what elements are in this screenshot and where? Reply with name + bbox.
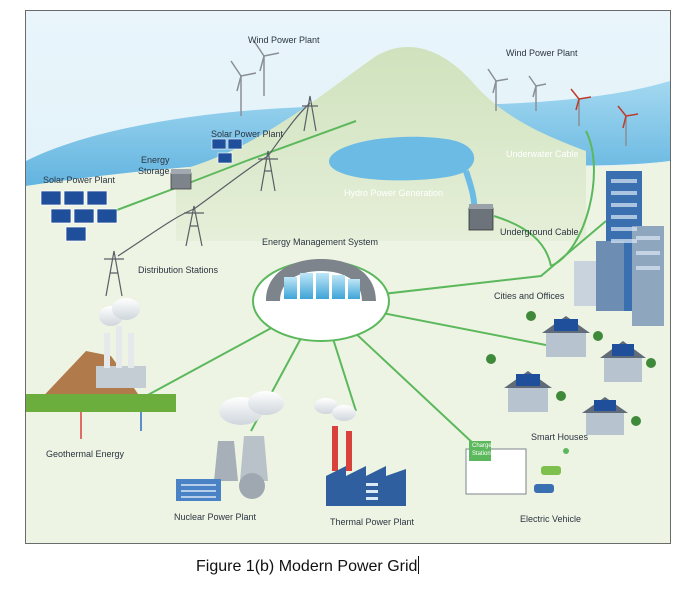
label-electric-vehicle: Electric Vehicle <box>520 514 582 524</box>
diagram-frame: Wind Power Plant Wind Power Plant Solar … <box>25 10 671 544</box>
transmission-towers <box>104 95 318 297</box>
land <box>26 160 670 543</box>
wind-turbines-top <box>230 40 280 116</box>
solar-panels-mid <box>211 138 243 164</box>
power-grid-illustration <box>26 11 670 543</box>
label-nuclear: Nuclear Power Plant <box>174 512 257 522</box>
energy-storage-unit <box>170 169 192 190</box>
wind-turbines-right <box>487 68 639 146</box>
label-smart-houses: Smart Houses <box>531 432 589 442</box>
label-underwater-cable: Underwater Cable <box>506 149 579 159</box>
lake <box>328 136 475 181</box>
label-cities-offices: Cities and Offices <box>494 291 565 301</box>
geothermal-plant <box>26 298 176 439</box>
smart-houses <box>486 311 656 435</box>
label-energy-storage-line1: Energy <box>141 155 170 165</box>
label-solar-plant-mid: Solar Power Plant <box>211 129 284 139</box>
label-charge-station-1: Charge <box>472 443 492 449</box>
label-thermal: Thermal Power Plant <box>330 517 415 527</box>
label-hydro: Hydro Power Generation <box>344 188 444 198</box>
figure-caption: Figure 1(b) Modern Power Grid <box>196 556 420 576</box>
solar-panels-left <box>40 190 118 242</box>
label-geothermal: Geothermal Energy <box>46 449 125 459</box>
underground-cable-box <box>468 204 494 231</box>
label-distribution-stations: Distribution Stations <box>138 265 219 275</box>
label-ems: Energy Management System <box>262 237 379 247</box>
energy-management-system <box>252 259 390 342</box>
label-wind-plant-right: Wind Power Plant <box>506 48 578 58</box>
figure-caption-text: Figure 1(b) Modern Power Grid <box>196 558 418 575</box>
ev-charge-station <box>465 441 569 495</box>
thermal-plant <box>314 398 406 506</box>
label-solar-plant-left: Solar Power Plant <box>43 175 116 185</box>
label-underground-cable: Underground Cable <box>500 227 579 237</box>
label-charge-station-2: Station <box>472 451 491 457</box>
label-energy-storage-line2: Storage <box>138 166 170 176</box>
text-cursor <box>418 556 420 574</box>
nuclear-plant <box>176 391 284 501</box>
label-wind-plant-top: Wind Power Plant <box>248 35 320 45</box>
city-buildings <box>574 171 664 326</box>
